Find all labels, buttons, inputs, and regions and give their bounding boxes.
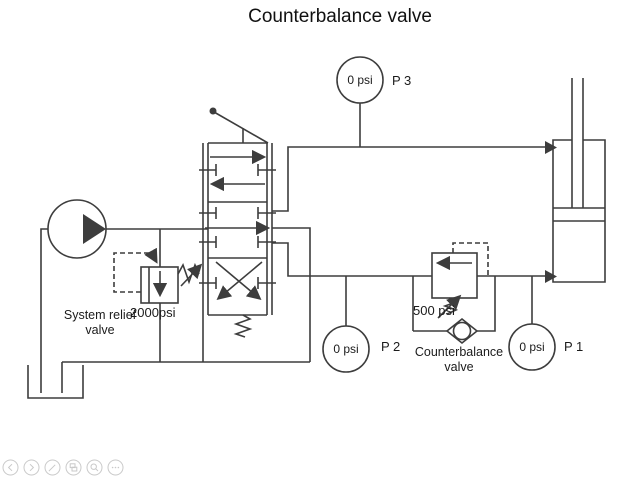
- check-valve-symbol: [445, 317, 479, 345]
- system-relief-valve-symbol: [113, 229, 203, 362]
- circuit-lines: [272, 103, 546, 362]
- gauge-p1-label: P 1: [564, 339, 584, 354]
- gauge-p1-value: 0 psi: [519, 340, 545, 354]
- directional-control-valve-symbol: [199, 107, 276, 362]
- slideshow-toolbar: [2, 459, 124, 476]
- previous-slide-icon[interactable]: [2, 459, 19, 476]
- see-all-slides-icon[interactable]: [65, 459, 82, 476]
- slide-title: Counterbalance valve: [248, 6, 432, 27]
- counterbalance-pressure-setting: 500 psi: [413, 303, 455, 318]
- pump-symbol: [47, 199, 208, 259]
- cylinder-symbol: [545, 78, 606, 283]
- port-arrow-icon: [545, 270, 557, 283]
- counterbalance-valve-symbol: [431, 242, 489, 319]
- gauge-p3-label: P 3: [392, 73, 412, 88]
- gauge-p1-symbol: [508, 323, 556, 371]
- relief-pressure-setting: 2000psi: [130, 305, 176, 320]
- spring-icon: [233, 314, 253, 338]
- gauge-p3-symbol: [336, 56, 384, 104]
- port-arrow-icon: [545, 141, 557, 154]
- gauge-p2-label: P 2: [381, 339, 401, 354]
- counterbalance-valve-label-line2: valve: [444, 360, 474, 374]
- gauge-p3-value: 0 psi: [347, 73, 373, 87]
- gauge-p2-symbol: [322, 325, 370, 373]
- system-relief-valve-label-line1: System relief: [63, 308, 137, 322]
- more-options-icon[interactable]: [107, 459, 124, 476]
- tank-symbol: [27, 228, 84, 399]
- gauge-p2-value: 0 psi: [333, 342, 359, 356]
- lever-icon: [209, 107, 269, 144]
- counterbalance-valve-label-line1: Counterbalance: [414, 345, 504, 359]
- zoom-icon[interactable]: [86, 459, 103, 476]
- system-relief-valve-label-line2: valve: [85, 323, 115, 337]
- next-slide-icon[interactable]: [23, 459, 40, 476]
- pen-icon[interactable]: [44, 459, 61, 476]
